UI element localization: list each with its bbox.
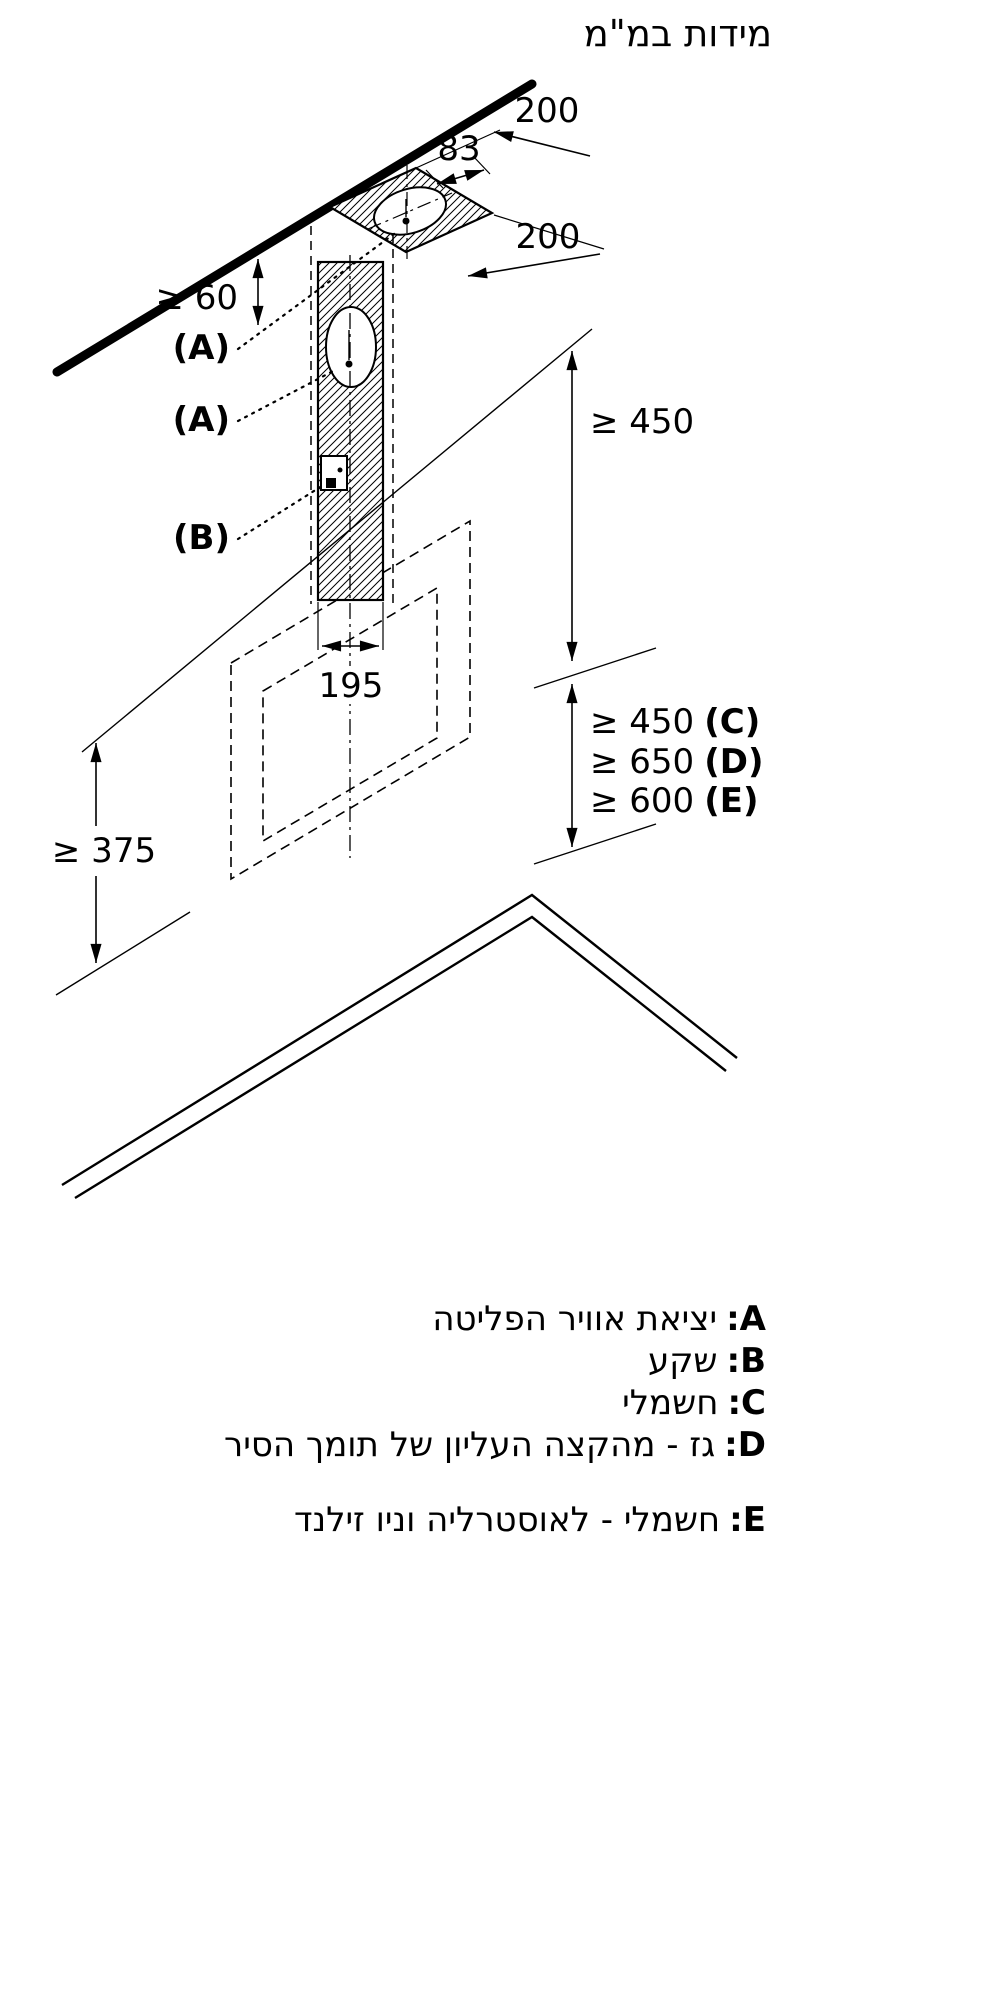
extension-line-depth (493, 214, 605, 250)
legend-item-b: B:שקע (224, 1340, 766, 1382)
dim-duct-offset-label: 83 (437, 129, 480, 169)
socket-symbol-mark (326, 478, 336, 488)
cooktop-clearance-dimension: ≥ 450(C) ≥ 650(D) ≥ 600(E) (533, 647, 764, 865)
hood-canopy-outer-dashed (230, 519, 471, 881)
hood-canopy-inner-dashed (262, 586, 438, 843)
dim-plate-depth-label: 200 (516, 217, 581, 257)
extension-line-83-left (425, 169, 444, 189)
callout-a-wall: (A) (173, 400, 230, 440)
bracket-width-dimension: 195 (314, 602, 390, 706)
wall-air-outlet-hole (325, 306, 377, 388)
body-height-dimension: ≥ 375 (52, 743, 191, 996)
chimney-height-dimension: ≥ 450 (566, 351, 694, 661)
legend-text-d: גז - מהקצה העליון של תומך הסיר (224, 1425, 716, 1465)
socket-symbol-dot (337, 467, 343, 473)
dim-line-duct-offset (436, 169, 485, 185)
clearance-e-label: ≥ 600(E) (590, 781, 759, 821)
legend-item-e: E:חשמלי - לאוסטרליה וניו זילנד (224, 1499, 766, 1541)
body-height-tick-bottom (55, 911, 191, 996)
wall-hole-center-dot (345, 360, 353, 368)
legend-text-a: יציאת אוויר הפליטה (432, 1299, 718, 1339)
dim-top-width-label: 200 (515, 91, 580, 131)
clearance-d-value: ≥ 650 (590, 742, 694, 782)
wall-top-edge-line (52, 79, 537, 377)
ceiling-duct-plate (327, 165, 495, 259)
leader-air-outlet-wall (236, 367, 339, 423)
dim-line-top-width (493, 131, 591, 157)
clearance-d-key: (D) (704, 742, 763, 782)
legend-key-d: D: (724, 1425, 766, 1465)
cooktop-edge-inner (74, 915, 727, 1200)
reference-line-hood-bottom (81, 328, 593, 753)
leader-air-outlet-top (236, 229, 400, 351)
legend-item-c: C:חשמלי (224, 1382, 766, 1424)
top-dimensions: 200 83 200 (415, 91, 605, 279)
extension-line-top (415, 129, 501, 169)
legend-text-e: חשמלי - לאוסטרליה וניו זילנד (293, 1500, 721, 1540)
legend-text-b: שקע (647, 1341, 718, 1381)
clearance-e-key: (E) (704, 781, 758, 821)
clearance-c-key: (C) (704, 702, 760, 742)
duct-hole (373, 186, 447, 236)
clearance-tick-top (533, 647, 657, 689)
leader-socket (236, 482, 327, 541)
cooktop-edge-outer (61, 893, 738, 1187)
legend-item-d: D:גז - מהקצה העליון של תומך הסיר (224, 1424, 766, 1466)
page-title: מידות במ"מ (583, 12, 772, 55)
legend-key-b: B: (726, 1341, 766, 1381)
dim-line-plate-depth (467, 253, 601, 279)
ceiling-gap-dimension: ≥ 60 (155, 259, 264, 325)
dim-bracket-width-label: 195 (319, 666, 384, 706)
callout-b-socket: (B) (173, 518, 230, 558)
dim-body-height-label: ≥ 375 (52, 831, 156, 871)
dim-ceiling-gap-label: ≥ 60 (155, 278, 238, 318)
clearance-c-label: ≥ 450(C) (590, 702, 760, 742)
callout-a-top: (A) (173, 328, 230, 368)
dim-chimney-height-label: ≥ 450 (590, 402, 694, 442)
legend-item-a: A:יציאת אוויר הפליטה (224, 1298, 766, 1340)
clearance-d-label: ≥ 650(D) (590, 742, 764, 782)
extension-line-83-right (472, 155, 491, 175)
legend: A:יציאת אוויר הפליטה B:שקע C:חשמלי D:גז … (224, 1298, 766, 1541)
clearance-tick-bottom (533, 823, 657, 865)
duct-hole-center-dot (402, 217, 410, 225)
legend-text-c: חשמלי (622, 1383, 719, 1423)
label-backing (314, 666, 390, 704)
clearance-c-value: ≥ 450 (590, 702, 694, 742)
legend-key-e: E: (729, 1500, 766, 1540)
legend-key-a: A: (726, 1299, 766, 1339)
legend-key-c: C: (727, 1383, 766, 1423)
clearance-e-value: ≥ 600 (590, 781, 694, 821)
